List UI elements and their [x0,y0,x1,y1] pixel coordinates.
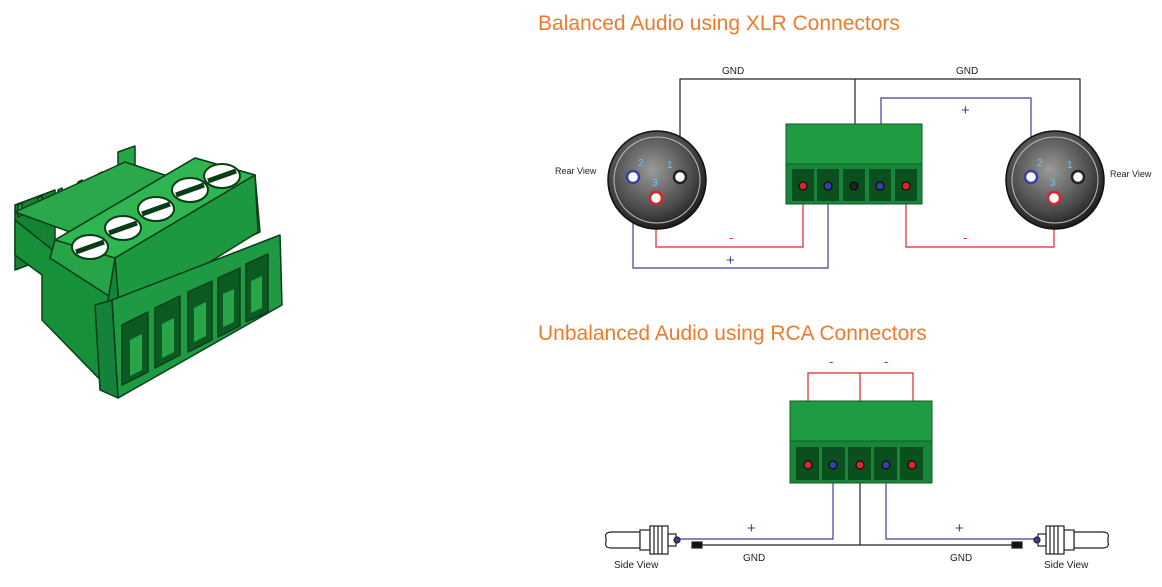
right-xlr-view-label: Rear View [1110,169,1152,179]
terminal-block-illustration [14,145,283,399]
minus-label-a: - [829,354,833,369]
balanced-terminal-block [785,123,923,205]
right-rca-view-label: Side View [1044,560,1089,571]
left-xlr-pin2-label: 2 [638,158,644,169]
gnd-label-right-rca: GND [950,553,972,564]
plus-label-right-rca: + [955,520,964,537]
left-xlr-connector [607,130,707,230]
gnd-label-left: GND [722,66,744,77]
right-rca-plug [1011,525,1109,555]
plus-label-left-rca: + [747,520,756,537]
left-xlr-pin1-label: 1 [667,160,673,171]
minus-label-right: - [963,230,967,245]
unbalanced-terminal-block [789,400,933,484]
right-xlr-connector [1005,130,1105,230]
balanced-title: Balanced Audio using XLR Connectors [538,12,900,35]
left-xlr-view-label: Rear View [555,166,597,176]
gnd-label-left-rca: GND [743,553,765,564]
unbalanced-title: Unbalanced Audio using RCA Connectors [538,322,927,345]
gnd-label-right: GND [956,66,978,77]
minus-label-b: - [884,354,888,369]
left-rca-plug [605,525,703,555]
left-rca-view-label: Side View [614,560,659,571]
left-xlr-pin3-label: 3 [652,178,658,189]
plus-label-left: + [726,252,735,269]
minus-label-left: - [729,230,733,245]
right-xlr-pin1-label: 1 [1067,160,1073,171]
plus-label-top: + [961,102,970,119]
right-xlr-pin2-label: 2 [1037,158,1043,169]
right-xlr-pin3-label: 3 [1050,178,1056,189]
